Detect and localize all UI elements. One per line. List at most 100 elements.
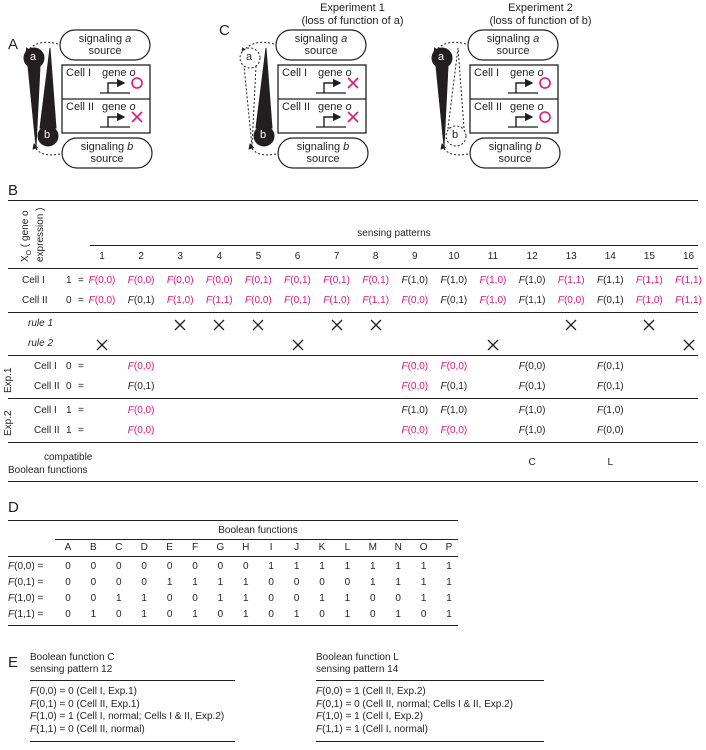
row-label-4: F(1,1) = [8, 609, 43, 620]
value-D-4: 1 [141, 609, 147, 620]
value-I-2: 0 [268, 577, 274, 588]
exp-1-cell-1-pattern-9: F(0,0) [401, 361, 428, 372]
exp2-promoter-1-icon [515, 78, 534, 93]
sensing-title-rule [90, 245, 698, 246]
row-cell-1-eq: = [78, 275, 84, 286]
function-l-box: Boolean function L sensing pattern 14 F(… [316, 652, 556, 742]
rule-2-cross-16-icon [682, 338, 696, 357]
cell-1-pattern-7-fn: F [323, 275, 330, 286]
value-L-1: 1 [344, 561, 351, 572]
row-label-2-fn: F [8, 577, 15, 588]
value-H-3: 1 [243, 593, 249, 604]
value-D-1: 0 [141, 561, 147, 572]
exp-1-cell-2-label: Cell II [34, 381, 60, 392]
value-H-4: 1 [243, 609, 249, 620]
cell-1-pattern-11-args: (1,0) [485, 275, 507, 286]
cell-1-pattern-11-fn: F [479, 275, 486, 286]
value-C-4: 0 [116, 609, 122, 620]
cell-2-pattern-14: F(0,1) [597, 295, 624, 306]
diagram-experiment-2 [431, 29, 561, 169]
exp1-node-a-label: a [246, 51, 253, 63]
exp-2-cell-1-pattern-12-args: (1,0) [524, 405, 546, 416]
table-b-bottom-rule [8, 481, 698, 482]
value-N-2: 1 [395, 577, 401, 588]
cell-1-pattern-15-args: (1,1) [642, 275, 663, 286]
function-l-line-2-fn: F [316, 698, 323, 710]
exp-1-cell-1-eq: = [78, 361, 84, 372]
xo-header-line2: expression ) [35, 207, 46, 262]
compatible-function-C: C [528, 457, 536, 468]
function-c-line-2-fn: F [30, 698, 37, 710]
function-header-A: A [64, 542, 72, 553]
value-B-4: 1 [90, 609, 97, 620]
table-b-top-rule [8, 200, 698, 201]
exp-1-cell-2-pattern-2: F(0,1) [128, 381, 155, 392]
function-header-O: O [419, 542, 428, 553]
rule-1-cross-5-icon [251, 318, 265, 337]
value-A-1: 0 [65, 561, 71, 572]
exp-2-cell-1-pattern-10-fn: F [440, 405, 447, 416]
normal-rows-rule [8, 312, 698, 313]
function-l-line-4: F(1,1) = 1 (Cell I, normal) [316, 724, 556, 737]
experiment-1-title-line2: (loss of function of a) [301, 15, 404, 27]
cell-2-pattern-1-fn: F [88, 295, 95, 306]
exp2-node-b-label: b [452, 129, 459, 141]
exp-1-cell-2-pattern-12: F(0,1) [519, 381, 546, 392]
pattern-number-4: 4 [216, 251, 223, 262]
cell-2-pattern-13: F(0,0) [558, 295, 585, 306]
exp1-promoter-1-icon [323, 78, 342, 93]
value-C-2: 0 [116, 577, 122, 588]
row-label-3-args: (1,0) = [14, 593, 44, 604]
value-E-3: 0 [166, 593, 173, 604]
a-node-b-label: b [44, 129, 51, 141]
function-c-bottom-rule [30, 741, 235, 742]
value-J-1: 1 [293, 561, 300, 572]
cell-2-pattern-4: F(1,1) [206, 295, 233, 306]
cell-2-pattern-16-args: (1,1) [681, 295, 702, 306]
exp-2-cell-1-eq: = [78, 405, 84, 416]
cell-2-pattern-10: F(0,1) [441, 295, 468, 306]
a-source-b-label-line1: signaling b [63, 141, 151, 153]
exp-1-cell-2-pattern-10-fn: F [440, 381, 447, 392]
function-l-line-1-fn: F [316, 686, 323, 697]
a-node-a-icon [23, 47, 45, 69]
rule-1-cross-7-icon [330, 318, 344, 337]
value-G-1: 0 [217, 561, 224, 572]
function-c-line-3-fn: F [30, 711, 37, 722]
header-bottom-rule [8, 268, 698, 269]
exp-2-cell-1-pattern-12-fn: F [518, 405, 525, 416]
exp-1-cell-2-pattern-14-fn: F [596, 381, 604, 392]
function-header-K: K [318, 542, 326, 553]
experiment-1-title: Experiment 1 (loss of function of a) [280, 2, 425, 28]
a-gene-2-label: gene o [102, 101, 136, 113]
value-M-1: 1 [370, 561, 376, 572]
function-l-line-3-text: (1,0) = 1 (Cell I, Exp.2) [322, 711, 423, 722]
row-label-2: F(0,1) = [8, 577, 43, 588]
cell-2-pattern-10-args: (0,1) [446, 295, 468, 306]
panel-label-d: D [8, 499, 19, 516]
exp-2-cell-1-pattern-14: F(1,0) [597, 405, 624, 416]
exp-2-cell-1-pattern-9: F(1,0) [401, 405, 428, 416]
cell-2-pattern-12-args: (1,1) [524, 295, 546, 306]
exp2-source-a-label-letter: a [533, 33, 540, 45]
exp-1-cell-1-pattern-14-fn: F [596, 361, 604, 372]
cell-2-pattern-3-args: (1,0) [172, 295, 194, 306]
exp-2-cell-2-pattern-2: F(0,0) [128, 425, 155, 436]
row-label-1-fn: F [8, 561, 15, 572]
function-c-line-2-text: (0,1) = 0 (Cell II, Exp.1) [36, 698, 140, 710]
a-expression-1-circle-icon [131, 77, 143, 89]
function-l-line-2: F(0,1) = 0 (Cell II, normal; Cells I & I… [316, 699, 556, 712]
exp2-cell-1-label: Cell I [474, 67, 500, 79]
cell-2-pattern-9-args: (0,0) [407, 295, 429, 306]
boolean-functions-title: Boolean functions [218, 525, 298, 536]
function-c-line-3: F(1,0) = 1 (Cell I, normal; Cells I & II… [30, 711, 240, 724]
exp-1-cell-1-pattern-14: F(0,1) [597, 361, 624, 372]
cell-2-pattern-8: F(1,1) [362, 295, 389, 306]
value-J-4: 1 [293, 609, 300, 620]
cell-2-pattern-8-args: (1,1) [368, 295, 390, 306]
cell-1-pattern-9-args: (1,0) [407, 275, 429, 286]
exp2-gene-1-label-word: gene [510, 67, 538, 79]
function-l-title: Boolean function L sensing pattern 14 [316, 652, 556, 676]
exp-2-cell-2-pattern-10: F(0,0) [441, 425, 468, 436]
